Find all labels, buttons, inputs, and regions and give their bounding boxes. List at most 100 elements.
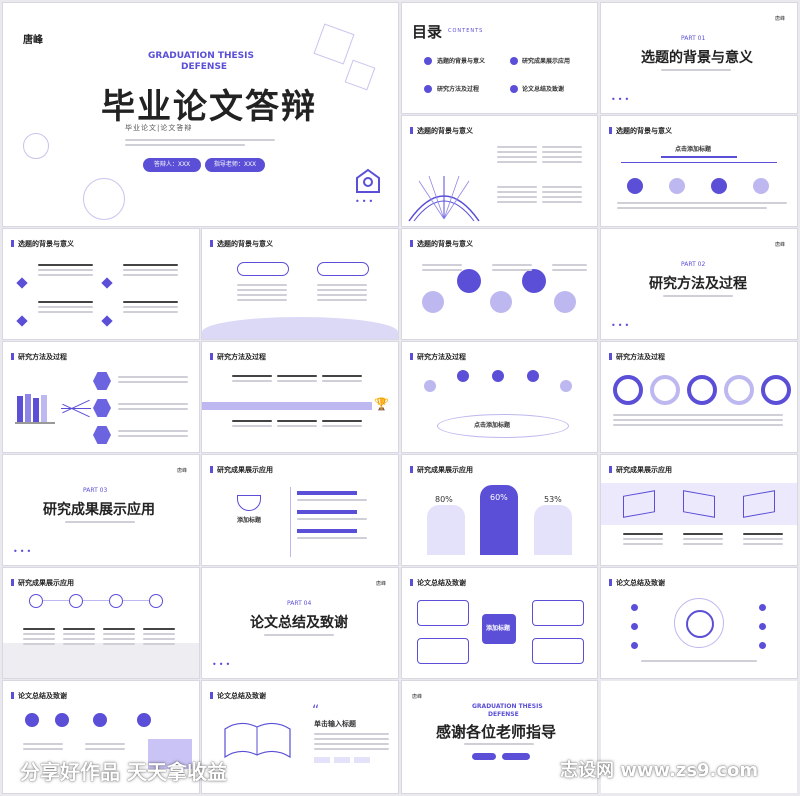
hex-icon [93,426,111,444]
quote-icon: “ [312,703,320,719]
outer-ring [674,598,724,648]
description-text [125,139,275,149]
icon-circle [25,713,39,727]
slide-result-steps[interactable]: 研究成果展示应用 [3,568,199,678]
toc-item-4[interactable]: 论文总结及致谢 [522,86,565,93]
divider [621,162,777,163]
hex-icon [93,399,111,417]
text-block [237,284,287,304]
watermark-left: 分享好作品 天天拿收益 [20,760,227,784]
slide-method-rings[interactable]: 研究方法及过程 [601,342,797,452]
slide-header: 研究成果展示应用 [210,465,273,475]
connector [61,408,91,409]
empty-slot [601,681,797,793]
tag [334,757,350,763]
slide-part02[interactable]: 唐峰 PART 02 研究方法及过程 ••• [601,229,797,339]
english-title-1: GRADUATION THESIS [148,51,254,61]
english-title-2: DEFENSE [488,711,519,718]
ring [687,375,717,405]
tag [354,757,370,763]
timeline-bar [297,529,357,533]
closing-button[interactable] [472,753,496,760]
slide-part03[interactable]: 唐峰 PART 03 研究成果展示应用 ••• [3,455,199,565]
author-name: 唐峰 [376,581,387,587]
slide-method-stage[interactable]: 研究方法及过程 点击添加标题 [402,342,597,452]
slide-header: 研究成果展示应用 [410,465,473,475]
card [532,638,584,664]
step-circle [69,594,83,608]
percent-card [480,485,518,555]
slide-result-books[interactable]: 研究成果展示应用 [601,455,797,565]
subtitle: 毕业论文|论文答辩 [125,124,193,132]
center-box [482,614,516,644]
timeline-bar [297,510,357,514]
dots-icon: ••• [611,95,632,104]
slide-part04[interactable]: 唐峰 PART 04 论文总结及致谢 ••• [202,568,398,678]
road-shape [202,402,372,410]
slide-header: 研究方法及过程 [410,352,466,362]
closing-button[interactable] [502,753,530,760]
slide-method-road[interactable]: 研究方法及过程 🏆 [202,342,398,452]
slide-part01[interactable]: 唐峰 PART 01 选题的背景与意义 ••• [601,3,797,113]
text-block [23,628,55,648]
part-title: 论文总结及致谢 [250,615,348,631]
user-icon [711,178,727,194]
text-block [118,430,188,440]
toc-item-1[interactable]: 选题的背景与意义 [437,58,486,65]
leaf-icon [101,315,113,327]
slide-bg-circles[interactable]: 选题的背景与意义 [402,229,597,339]
logo-icon [355,168,381,194]
slide-bg-book[interactable]: 选题的背景与意义 [402,116,597,226]
part-title: 研究方法及过程 [649,276,747,292]
text-block [641,660,757,665]
card [532,600,584,626]
desc-text [464,743,534,748]
bullet-icon [759,623,766,630]
author-name: 唐峰 [775,242,786,248]
slide-result-timeline[interactable]: 研究成果展示应用 添加标题 [202,455,398,565]
slide-bg-icons[interactable]: 选题的背景与意义 点击添加标题 [601,116,797,226]
text-block [542,146,582,166]
slide-summary-quote[interactable]: 论文总结及致谢 “ 单击输入标题 [202,681,398,793]
text-block [118,376,188,386]
ring [724,375,754,405]
step-circle [527,370,539,382]
toc-bullet-icon [424,57,432,65]
add-title-label: 点击添加标题 [474,422,511,429]
wave-shape [202,317,398,339]
defender-button[interactable]: 答辩人：XXX [143,158,201,172]
slide-bg-list[interactable]: 选题的背景与意义 [3,229,199,339]
highlight-box [148,739,192,769]
slide-cover[interactable]: 唐峰 GRADUATION THESIS DEFENSE 毕业论文答辩 毕业论文… [3,3,398,226]
slide-toc[interactable]: 目录 CONTENTS 选题的背景与意义 研究成果展示应用 研究方法及过程 论文… [402,3,597,113]
step-circle [424,380,436,392]
trophy-icon: 🏆 [374,397,389,411]
text-block [123,264,178,279]
icon-circle [55,713,69,727]
inner-ring [686,610,714,638]
advisor-button[interactable]: 指导老师：XXX [205,158,265,172]
tag [314,757,330,763]
text-block [232,420,272,430]
toc-bullet-icon [424,85,432,93]
slide-bg-flow[interactable]: 选题的背景与意义 [202,229,398,339]
slide-closing[interactable]: 唐峰 GRADUATION THESIS DEFENSE 感谢各位老师指导 [402,681,597,793]
step-circle [109,594,123,608]
part-label: PART 02 [681,261,706,268]
stage-ellipse [437,414,569,438]
desc-text [65,521,135,526]
slide-method-books[interactable]: 研究方法及过程 [3,342,199,452]
slide-summary-icons[interactable]: 论文总结及致谢 [3,681,199,793]
text-block [322,420,362,430]
slide-result-percent[interactable]: 研究成果展示应用 80% 60% 53% [402,455,597,565]
step-circle [554,291,576,313]
english-title-1: GRADUATION THESIS [472,703,543,710]
slide-header: 选题的背景与意义 [609,126,672,136]
flow-box [317,262,369,276]
text-block [232,375,272,385]
slide-summary-radial[interactable]: 论文总结及致谢 [601,568,797,678]
slide-summary-cycle[interactable]: 论文总结及致谢 添加标题 [402,568,597,678]
toc-item-3[interactable]: 研究方法及过程 [437,86,480,93]
slide-header: 论文总结及致谢 [210,691,266,701]
toc-item-2[interactable]: 研究成果展示应用 [522,58,571,65]
